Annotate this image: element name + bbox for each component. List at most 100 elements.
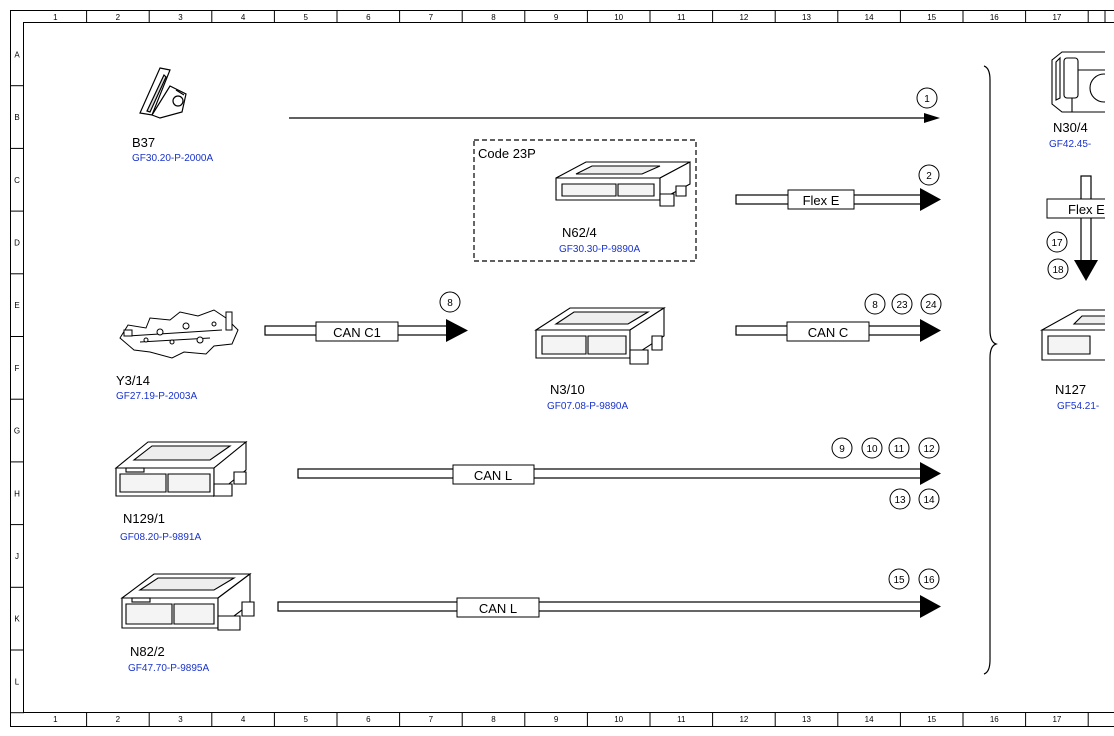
inner-frame <box>23 22 1114 713</box>
flex-e-bus-arrow: Flex E <box>735 188 941 211</box>
can-l-label-1: CAN L <box>474 468 512 483</box>
grid-col-label: 2 <box>116 13 121 22</box>
svg-text:8: 8 <box>447 298 453 309</box>
signal-12-badge: 12 <box>918 437 940 459</box>
signal-16-badge: 16 <box>918 568 940 590</box>
n82-2-ref-link[interactable]: GF47.70-P-9895A <box>128 663 209 674</box>
can-c-label: CAN C <box>808 325 848 340</box>
grid-col-label: 7 <box>429 715 434 724</box>
b37-pedal-icon[interactable] <box>139 67 187 119</box>
svg-text:23: 23 <box>896 300 908 311</box>
n30-4-module-icon[interactable] <box>1051 51 1114 113</box>
y3-14-ref-link[interactable]: GF27.19-P-2003A <box>116 391 197 402</box>
grid-row-label: G <box>14 427 20 436</box>
grid-col-label: 5 <box>303 13 308 22</box>
signal-11-badge: 11 <box>888 437 910 459</box>
n129-1-ref-link[interactable]: GF08.20-P-9891A <box>120 532 201 543</box>
can-l-bus-arrow-2: CAN L <box>277 595 941 618</box>
n127-ref-link[interactable]: GF54.21- <box>1057 401 1099 412</box>
grid-col-label: 1 <box>53 715 58 724</box>
grid-col-label: 17 <box>1052 13 1061 22</box>
signal-15-badge: 15 <box>888 568 910 590</box>
signal-17-badge: 17 <box>1046 231 1068 253</box>
grid-col-label: 10 <box>614 715 623 724</box>
grid-col-label: 17 <box>1052 715 1061 724</box>
grid-col-label: 4 <box>241 13 246 22</box>
y3-14-valve-body-icon[interactable] <box>119 309 239 359</box>
grid-col-label: 5 <box>303 715 308 724</box>
grid-col-label: 16 <box>990 715 999 724</box>
grid-col-label: 8 <box>491 13 496 22</box>
code-23p-option-box <box>473 139 697 262</box>
grid-row-label: H <box>14 489 20 498</box>
n3-10-ecu-icon[interactable] <box>534 306 666 365</box>
grid-col-label: 4 <box>241 715 246 724</box>
grid-row-label: C <box>14 176 20 185</box>
grid-col-label: 10 <box>614 13 623 22</box>
flex-e-vertical-bus-arrow: Flex E <box>1046 175 1114 281</box>
n62-4-ref-link[interactable]: GF30.30-P-9890A <box>559 244 640 255</box>
b37-ref-link[interactable]: GF30.20-P-2000A <box>132 153 213 164</box>
grouping-brace <box>983 65 998 675</box>
svg-text:18: 18 <box>1052 265 1064 276</box>
svg-text:10: 10 <box>866 444 878 455</box>
grid-row-label: L <box>15 677 20 686</box>
grid-col-label: 2 <box>116 715 121 724</box>
flex-e-label: Flex E <box>803 193 840 208</box>
svg-text:1: 1 <box>924 94 930 105</box>
n82-2-label: N82/2 <box>130 644 165 659</box>
signal-24-badge: 24 <box>920 293 942 315</box>
svg-text:24: 24 <box>925 300 937 311</box>
n30-4-ref-link[interactable]: GF42.45- <box>1049 139 1091 150</box>
grid-col-label: 15 <box>927 715 936 724</box>
right-edge-mask <box>1105 23 1114 712</box>
grid-row-label: D <box>14 238 20 247</box>
n62-4-label: N62/4 <box>562 225 597 240</box>
grid-row-label: A <box>14 50 20 59</box>
flex-e-vertical-label: Flex E <box>1068 202 1105 217</box>
grid-col-label: 11 <box>677 715 686 724</box>
svg-text:8: 8 <box>872 300 878 311</box>
grid-col-label: 3 <box>178 715 183 724</box>
grid-col-label: 12 <box>739 715 748 724</box>
signal-8a-badge: 8 <box>439 291 461 313</box>
can-c-bus-arrow: CAN C <box>735 319 941 342</box>
signal-2-badge: 2 <box>918 164 940 186</box>
grid-col-label: 7 <box>429 13 434 22</box>
grid-col-label: 8 <box>491 715 496 724</box>
svg-text:16: 16 <box>923 575 935 586</box>
n129-1-ecu-icon[interactable] <box>114 440 248 498</box>
svg-text:11: 11 <box>894 444 905 455</box>
svg-text:9: 9 <box>839 444 845 455</box>
grid-col-label: 16 <box>990 13 999 22</box>
n3-10-ref-link[interactable]: GF07.08-P-9890A <box>547 401 628 412</box>
grid-col-label: 12 <box>739 13 748 22</box>
can-c1-bus-arrow: CAN C1 <box>264 319 468 342</box>
svg-text:2: 2 <box>926 171 932 182</box>
grid-col-label: 6 <box>366 13 371 22</box>
code-23p-label: Code 23P <box>478 146 536 161</box>
grid-row-label: F <box>15 364 20 373</box>
can-c1-label: CAN C1 <box>333 325 381 340</box>
n127-ecu-icon[interactable] <box>1039 309 1114 361</box>
n30-4-label: N30/4 <box>1053 120 1088 135</box>
signal-8b-badge: 8 <box>864 293 886 315</box>
grid-row-label: E <box>14 301 19 310</box>
n3-10-label: N3/10 <box>550 382 585 397</box>
n129-1-label: N129/1 <box>123 511 165 526</box>
n62-4-ecu-icon[interactable] <box>555 161 691 207</box>
signal-10-badge: 10 <box>861 437 883 459</box>
signal-13-badge: 13 <box>889 488 911 510</box>
grid-col-label: 6 <box>366 715 371 724</box>
svg-text:12: 12 <box>923 444 935 455</box>
svg-text:15: 15 <box>893 575 905 586</box>
grid-row-label: K <box>14 615 20 624</box>
grid-col-label: 15 <box>927 13 936 22</box>
outer-frame <box>10 10 1114 727</box>
n82-2-ecu-icon[interactable] <box>120 572 255 631</box>
grid-col-label: 3 <box>178 13 183 22</box>
